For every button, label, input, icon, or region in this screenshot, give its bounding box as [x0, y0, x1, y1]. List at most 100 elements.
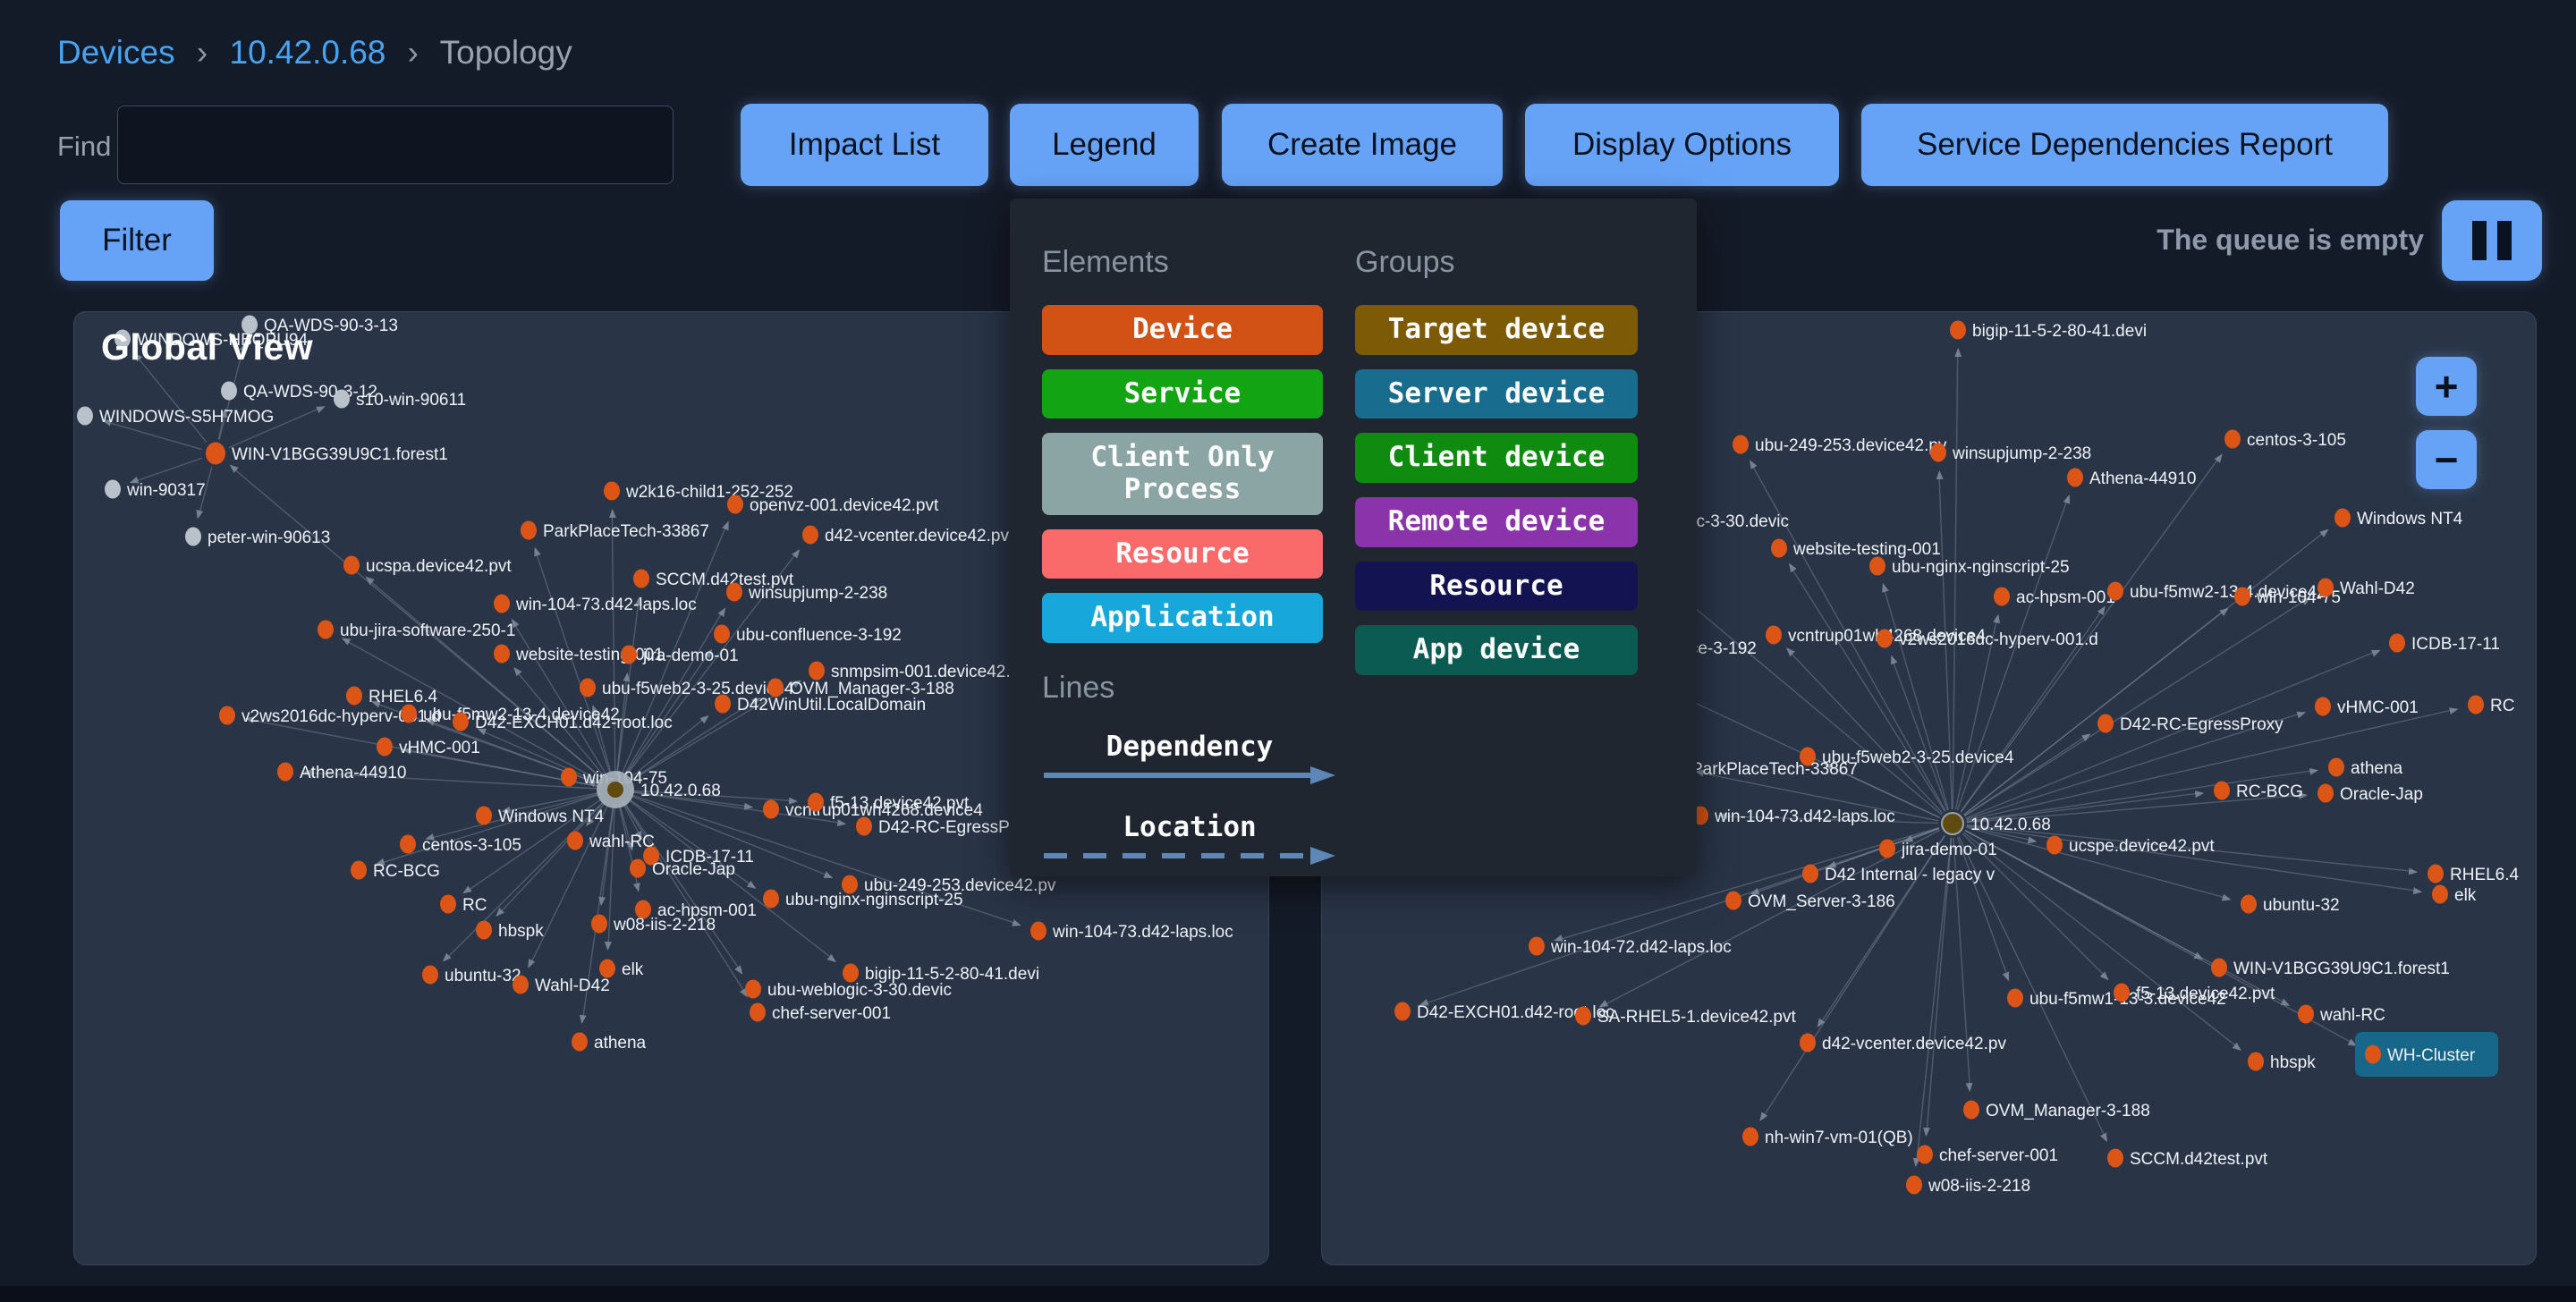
- graph-node[interactable]: win-104-72.d42-laps.loc: [1529, 936, 1732, 958]
- graph-node[interactable]: vHMC-001: [2315, 697, 2419, 718]
- graph-node[interactable]: vcntrup01wh4268.device4: [763, 799, 983, 821]
- graph-node[interactable]: Wahl-D42: [2318, 578, 2415, 599]
- graph-node[interactable]: D42WinUtil.LocalDomain: [715, 694, 926, 715]
- graph-node[interactable]: winsupjump-2-238: [726, 582, 887, 604]
- find-input[interactable]: [117, 106, 674, 184]
- graph-node[interactable]: v2ws2016dc-hyperv-001.d: [1877, 629, 2098, 650]
- graph-node[interactable]: elk: [2432, 884, 2477, 906]
- graph-node[interactable]: website-testing-001: [494, 644, 664, 665]
- graph-node[interactable]: website-testing-001: [1771, 538, 1941, 560]
- graph-node[interactable]: bigip-11-5-2-80-41.devi: [1950, 320, 2147, 342]
- graph-node[interactable]: ParkPlaceTech-33867: [1669, 758, 1858, 780]
- graph-node[interactable]: OVM_Manager-3-188: [767, 678, 954, 699]
- graph-node[interactable]: D42 Internal - legacy v: [1802, 864, 1996, 885]
- graph-node[interactable]: ubu-weblogic-3-30.devic: [745, 979, 952, 1001]
- topology-canvas-global[interactable]: WINDOWS-HBQPU94QA-WDS-90-3-13QA-WDS-90-3…: [74, 312, 1268, 1264]
- graph-node[interactable]: ac-hpsm-001: [1994, 587, 2115, 608]
- graph-node[interactable]: bigip-11-5-2-80-41.devi: [843, 963, 1039, 985]
- display-options-button[interactable]: Display Options: [1525, 104, 1839, 186]
- graph-node[interactable]: s10-win-90611: [334, 389, 466, 410]
- graph-node[interactable]: ubuntu-32: [422, 965, 521, 986]
- graph-node[interactable]: Oracle-Jap: [630, 858, 735, 880]
- breadcrumb-device-ip[interactable]: 10.42.0.68: [229, 34, 386, 71]
- zoom-in-button[interactable]: +: [2416, 357, 2477, 416]
- legend-button[interactable]: Legend: [1010, 104, 1199, 186]
- graph-node[interactable]: OVM_Manager-3-188: [1963, 1100, 2150, 1121]
- graph-node[interactable]: nh-win7-vm-01(QB): [1742, 1127, 1913, 1148]
- graph-node[interactable]: ubu-f5mw2-13-4.device42: [2107, 581, 2326, 603]
- filter-button[interactable]: Filter: [60, 200, 214, 281]
- graph-node[interactable]: ucspa.device42.pvt: [343, 555, 512, 577]
- graph-node[interactable]: Athena-44910: [277, 762, 406, 783]
- breadcrumb-devices[interactable]: Devices: [57, 34, 175, 71]
- graph-node[interactable]: athena: [572, 1032, 647, 1053]
- graph-node[interactable]: win-90317: [105, 479, 206, 501]
- graph-node[interactable]: RHEL6.4: [2428, 864, 2520, 885]
- graph-node[interactable]: ubu-f5web2-3-25.device4: [580, 678, 794, 699]
- graph-node[interactable]: hbspk: [2248, 1052, 2316, 1073]
- graph-node[interactable]: w08-iis-2-218: [1906, 1175, 2030, 1196]
- graph-node[interactable]: winsupjump-2-238: [1930, 443, 2091, 464]
- graph-node[interactable]: d42-vcenter.device42.pv: [802, 525, 1009, 546]
- graph-node[interactable]: D42-RC-EgressProxy: [2097, 714, 2284, 735]
- graph-node[interactable]: D42-EXCH01.d42-root.loc: [1394, 1002, 1614, 1023]
- graph-node[interactable]: WIN-V1BGG39U9C1.forest1: [2211, 958, 2450, 979]
- graph-node[interactable]: WH-Cluster: [2355, 1032, 2498, 1077]
- pause-queue-button[interactable]: [2442, 200, 2542, 281]
- graph-node[interactable]: snmpsim-001.device42.pv: [809, 661, 1029, 682]
- graph-node[interactable]: SA-RHEL5-1.device42.pvt: [1575, 1006, 1796, 1027]
- graph-node[interactable]: D42-RC-EgressProxy: [856, 816, 1042, 838]
- graph-node[interactable]: OVM_Server-3-186: [1725, 891, 1895, 912]
- graph-node[interactable]: win-104-73.d42-laps.loc: [1692, 806, 1895, 827]
- graph-node[interactable]: RC: [2468, 695, 2514, 716]
- graph-node[interactable]: Oracle-Jap: [2318, 783, 2423, 805]
- graph-node[interactable]: SCCM.d42test.pvt: [2107, 1148, 2268, 1170]
- zoom-out-button[interactable]: −: [2416, 430, 2477, 489]
- graph-node[interactable]: athena: [2328, 757, 2403, 779]
- graph-node[interactable]: f5-13.device42.pvt: [2114, 983, 2275, 1004]
- graph-node[interactable]: jira-demo-01: [1879, 839, 1997, 860]
- graph-node[interactable]: elk: [599, 959, 644, 980]
- graph-node[interactable]: ubu-f5mw1-13-3.device42: [2007, 988, 2226, 1010]
- graph-node[interactable]: w2k16-child1-252-252: [604, 481, 793, 503]
- graph-node[interactable]: RHEL6.4: [346, 686, 438, 707]
- impact-list-button[interactable]: Impact List: [741, 104, 988, 186]
- graph-node[interactable]: ubu-nginx-nginscript-25: [1869, 556, 2070, 578]
- graph-node[interactable]: win-104-73.d42-laps.loc: [494, 594, 697, 615]
- graph-node[interactable]: openvz-001.device42.pvt: [727, 495, 939, 516]
- graph-node[interactable]: w08-iis-2-218: [591, 914, 716, 935]
- graph-node[interactable]: jira-demo-01: [621, 645, 739, 666]
- graph-node[interactable]: v2ws2016dc-hyperv-001.d: [219, 706, 441, 727]
- graph-node[interactable]: centos-3-105: [400, 834, 521, 856]
- graph-hub-node[interactable]: 10.42.0.68: [1941, 812, 2051, 835]
- graph-node[interactable]: ubu-nginx-nginscript-25: [763, 889, 963, 910]
- graph-node[interactable]: RC-BCG: [2214, 781, 2303, 802]
- graph-node[interactable]: RC-BCG: [351, 860, 440, 882]
- graph-node[interactable]: ubu-f5mw2-13-4.device42: [401, 704, 620, 725]
- graph-node[interactable]: ICDB-17-11: [643, 846, 754, 867]
- graph-node[interactable]: Windows NT4: [2334, 508, 2463, 529]
- graph-node[interactable]: ubuntu-32: [2241, 894, 2340, 916]
- graph-node[interactable]: peter-win-90613: [185, 527, 330, 548]
- create-image-button[interactable]: Create Image: [1222, 104, 1503, 186]
- graph-node[interactable]: chef-server-001: [1917, 1145, 2058, 1166]
- graph-node[interactable]: wahl-RC: [2298, 1004, 2385, 1026]
- graph-node[interactable]: Athena-44910: [2067, 468, 2196, 489]
- graph-node[interactable]: ParkPlaceTech-33867: [521, 520, 709, 542]
- graph-subhub-node[interactable]: WIN-V1BGG39U9C1.forest1: [206, 442, 448, 465]
- graph-node[interactable]: QA-WDS-90-3-13: [242, 315, 398, 336]
- graph-node[interactable]: ubu-249-253.device42.pv: [1733, 435, 1947, 456]
- graph-node[interactable]: ICDB-17-11: [2389, 633, 2500, 655]
- graph-node[interactable]: f5-13.device42.pvt: [808, 792, 970, 814]
- graph-node[interactable]: ubu-f5web2-3-25.device4: [1800, 747, 2014, 768]
- graph-node[interactable]: win-104-73.d42-laps.loc: [1030, 921, 1233, 943]
- graph-node[interactable]: Windows NT4: [476, 806, 605, 827]
- service-dependencies-report-button[interactable]: Service Dependencies Report: [1861, 104, 2388, 186]
- graph-node[interactable]: D42-EXCH01.d42-root.loc: [453, 712, 673, 733]
- graph-node[interactable]: hbspk: [476, 920, 544, 942]
- graph-hub-node[interactable]: 10.42.0.68: [597, 771, 721, 808]
- graph-node[interactable]: WINDOWS-S5H7MOG: [77, 406, 274, 427]
- topology-canvas-local[interactable]: bigip-11-5-2-80-41.devi ubu-249-253.devic…: [1322, 312, 2536, 1264]
- graph-node[interactable]: ubu-confluence-3-192: [714, 624, 902, 646]
- graph-node[interactable]: SCCM.d42test.pvt: [633, 569, 794, 590]
